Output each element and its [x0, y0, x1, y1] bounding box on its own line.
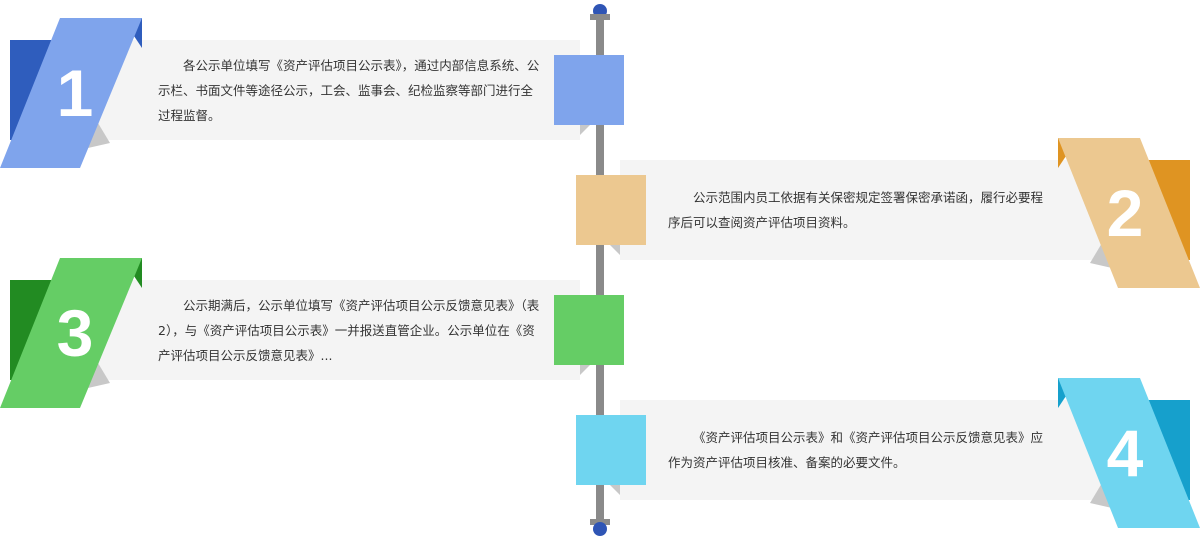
step-1-badge: 1	[0, 18, 200, 168]
step-3-number: 3	[56, 296, 94, 370]
timeline-top-cap	[590, 14, 610, 20]
step-4-badge: 4	[1000, 378, 1200, 528]
step-4-card: 《资产评估项目公示表》和《资产评估项目公示反馈意见表》应作为资产评估项目核准、备…	[620, 400, 1180, 500]
step-3-square	[554, 295, 624, 365]
step-2-square	[576, 175, 646, 245]
step-4-number: 4	[1106, 416, 1144, 490]
step-2-badge: 2	[1000, 138, 1200, 288]
step-1-square	[554, 55, 624, 125]
step-4-text: 《资产评估项目公示表》和《资产评估项目公示反馈意见表》应作为资产评估项目核准、备…	[668, 430, 1044, 470]
step-4-square	[576, 415, 646, 485]
step-2-text: 公示范围内员工依据有关保密规定签署保密承诺函，履行必要程序后可以查阅资产评估项目…	[668, 190, 1044, 230]
step-2-connector	[576, 175, 646, 255]
timeline-bottom-knob	[593, 522, 607, 536]
step-1-number: 1	[56, 56, 94, 130]
step-3-badge: 3	[0, 258, 200, 408]
step-1-connector	[554, 55, 624, 135]
step-2-number: 2	[1106, 176, 1144, 250]
timeline-line	[596, 14, 604, 526]
step-1-text: 各公示单位填写《资产评估项目公示表》，通过内部信息系统、公示栏、书面文件等途径公…	[158, 57, 540, 123]
step-3-connector	[554, 295, 624, 375]
step-4-connector	[576, 415, 646, 495]
step-3-text: 公示期满后，公示单位填写《资产评估项目公示反馈意见表》（表2），与《资产评估项目…	[158, 297, 540, 363]
